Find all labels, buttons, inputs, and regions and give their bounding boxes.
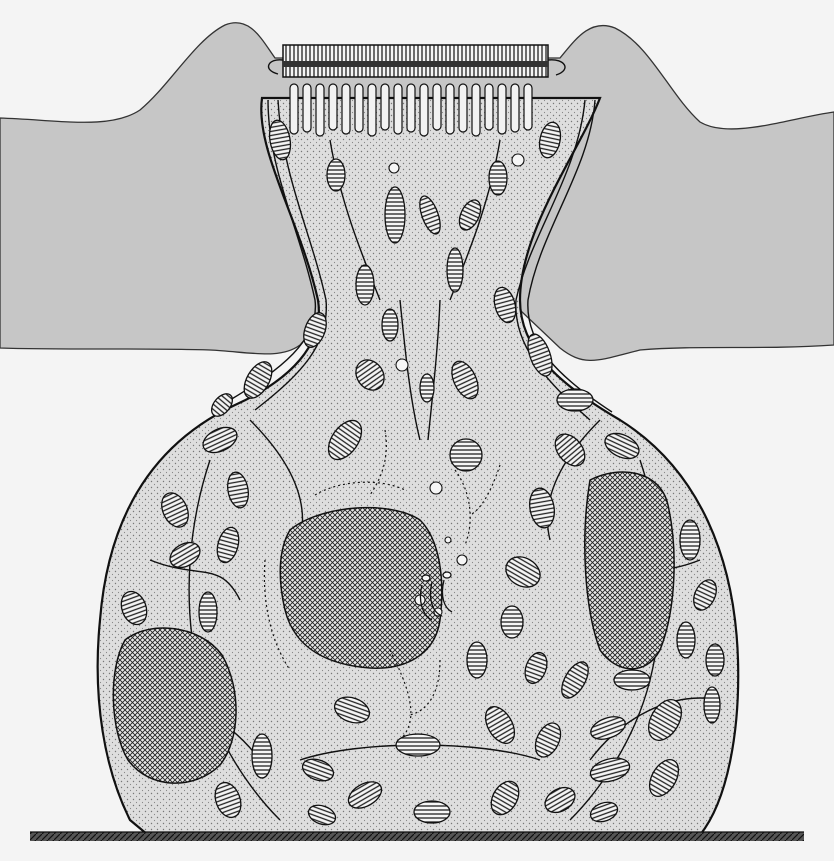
left-nucleus [113, 628, 236, 783]
brush-border [269, 45, 565, 77]
central-nucleus [280, 508, 442, 669]
right-nucleus [585, 472, 674, 669]
basement-membrane [30, 832, 804, 841]
